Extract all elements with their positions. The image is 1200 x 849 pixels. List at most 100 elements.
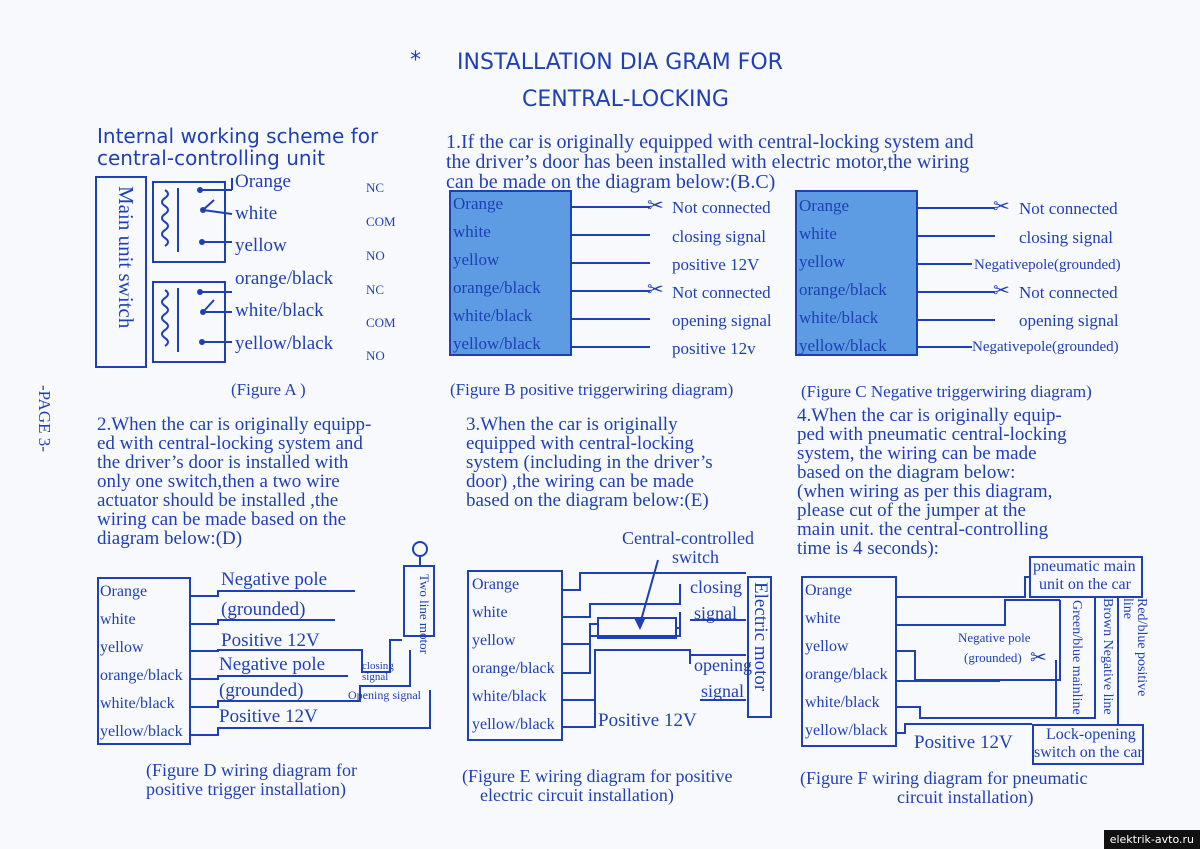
fig-a-wire-white-black: white/black: [235, 300, 324, 321]
fig-f-wire: yellow: [805, 638, 849, 655]
fig-b-unit-box: [449, 190, 572, 356]
fig-f-negative-pole-2: (grounded): [964, 650, 1022, 665]
fig-d-caption-line-1: (Figure D wiring diagram for: [146, 760, 357, 780]
fig-d-opening-signal: Opening signal: [348, 688, 421, 702]
fig-c-caption: (Figure C Negative triggerwiring diagram…: [801, 382, 1092, 401]
fig-c-signal: Negativepole(grounded): [974, 257, 1121, 273]
watermark: elektrik-avto.ru: [1103, 830, 1200, 849]
fig-a-wire-white: white: [235, 203, 278, 224]
fig-f-wire: white/black: [805, 694, 880, 711]
fig-d-unit-box: [97, 577, 191, 745]
fig-c-wire: yellow/black: [799, 336, 887, 355]
fig-e-closing-2: signal: [694, 603, 737, 623]
fig-f-negative-pole-1: Negative pole: [958, 630, 1031, 645]
fig-a-wire-orange-black: orange/black: [235, 268, 334, 289]
section-2-text: 2.When the car is originally equipp- ed …: [97, 415, 371, 548]
fig-b-signal: Not connected: [672, 283, 771, 302]
fig-a-heading-line-2: central-controlling unit: [97, 146, 325, 170]
fig-b-signal: opening signal: [672, 311, 772, 330]
fig-b-wire: orange/black: [453, 278, 541, 297]
fig-a-contact-no-2: NO: [366, 348, 385, 363]
fig-f-vertical-label-red-blue: Red/blue positive line: [1120, 598, 1149, 697]
scissors-icon: ✂: [647, 279, 664, 301]
fig-c-signal: opening signal: [1019, 311, 1119, 330]
fig-d-label-positive-1: Positive 12V: [221, 630, 320, 651]
section-2-line: ed with central-locking system and: [97, 433, 363, 454]
section-4-text: 4.When the car is originally equip- ped …: [797, 406, 1067, 558]
section-1-line: 1.If the car is originally equipped with…: [446, 131, 974, 153]
fig-c-signal: Not connected: [1019, 283, 1118, 302]
fig-f-lock-switch-line-2: switch on the car: [1034, 744, 1143, 761]
fig-d-label-grounded-2: (grounded): [219, 680, 304, 701]
fig-f-wire: yellow/black: [805, 722, 888, 739]
fig-b-wire: Orange: [453, 194, 504, 213]
fig-c-wire: yellow: [799, 252, 846, 271]
section-4-line: please cut of the jumper at the: [797, 500, 1026, 521]
fig-b-wire: yellow: [453, 250, 500, 269]
fig-c-signal: closing signal: [1019, 228, 1113, 247]
fig-c-wire: white/black: [799, 308, 879, 327]
section-2-line: 2.When the car is originally equipp-: [97, 414, 372, 435]
fig-f-vertical-label-brown: Brown Negative line: [1100, 598, 1115, 715]
fig-e-switch-label-2: switch: [672, 547, 719, 567]
fig-c-wire: orange/black: [799, 280, 887, 299]
section-1-text: 1.If the car is originally equipped with…: [446, 132, 974, 192]
fig-d-wire: white/black: [100, 695, 175, 712]
fig-f-wire: Orange: [805, 582, 853, 599]
fig-f-caption-line-2: circuit installation): [897, 787, 1034, 807]
fig-d-caption-line-2: positive trigger installation): [146, 779, 346, 799]
section-2-line: wiring can be made based on the: [97, 509, 347, 530]
scissors-icon: ✂: [1030, 647, 1047, 669]
section-2-line: actuator should be installed ,the: [97, 490, 339, 511]
fig-b-wire: yellow/black: [453, 334, 541, 353]
fig-d-wire: Orange: [100, 583, 148, 600]
fig-f-main-unit-line-1: pneumatic main: [1033, 558, 1136, 575]
section-3-line: based on the diagram below:(E): [466, 490, 709, 511]
fig-e-opening-1: opening: [694, 655, 752, 675]
title-star: *: [410, 48, 421, 73]
scissors-icon: ✂: [647, 195, 664, 217]
fig-b-signal: closing signal: [672, 227, 766, 246]
fig-c-wire: Orange: [799, 196, 850, 215]
fig-d-label-positive-2: Positive 12V: [219, 706, 318, 727]
fig-b-wire: white/black: [453, 306, 533, 325]
fig-f-vertical-label-green-blue: Green/blue mainline: [1069, 600, 1084, 715]
fig-c-wire: white: [799, 224, 837, 243]
fig-f-wire: white: [805, 610, 841, 627]
fig-a-wire-yellow: yellow: [235, 235, 287, 256]
fig-a-wire-yellow-black: yellow/black: [235, 333, 334, 354]
fig-e-wire: yellow: [472, 632, 516, 649]
fig-f-unit-box: [801, 576, 897, 747]
fig-b-signal: positive 12V: [672, 255, 760, 274]
fig-e-wire: yellow/black: [472, 716, 555, 733]
section-4-line: main unit. the central-controlling: [797, 519, 1049, 540]
section-3-line: door) ,the wiring can be made: [466, 471, 694, 492]
fig-c-signal: Negativepole(grounded): [972, 339, 1119, 355]
fig-b-wire: white: [453, 222, 491, 241]
section-1-line: can be made on the diagram below:(B.C): [446, 171, 776, 193]
section-4-line: 4.When the car is originally equip-: [797, 405, 1062, 426]
fig-f-lock-switch-line-1: Lock-opening: [1046, 726, 1136, 743]
fig-b-caption: (Figure B positive triggerwiring diagram…: [450, 380, 734, 399]
fig-f-lock-switch-box: [1032, 724, 1144, 765]
section-3-line: 3.When the car is originally: [466, 414, 678, 435]
section-4-line: based on the diagram below:: [797, 462, 1016, 483]
fig-a-contact-com-2: COM: [366, 315, 396, 330]
fig-e-positive: Positive 12V: [598, 710, 697, 731]
fig-f-positive: Positive 12V: [914, 732, 1013, 753]
fig-a-unit-box: [95, 176, 147, 368]
fig-e-wire: white/black: [472, 688, 547, 705]
fig-e-wire: orange/black: [472, 660, 555, 677]
section-2-line: the driver’s door is installed with: [97, 452, 349, 473]
fig-f-main-unit-line-2: unit on the car: [1039, 576, 1131, 593]
fig-e-wire: Orange: [472, 576, 520, 593]
fig-d-label-negative-pole-2: Negative pole: [219, 654, 326, 675]
fig-e-unit-box: [467, 570, 563, 741]
fig-a-wire-orange: Orange: [235, 171, 291, 192]
